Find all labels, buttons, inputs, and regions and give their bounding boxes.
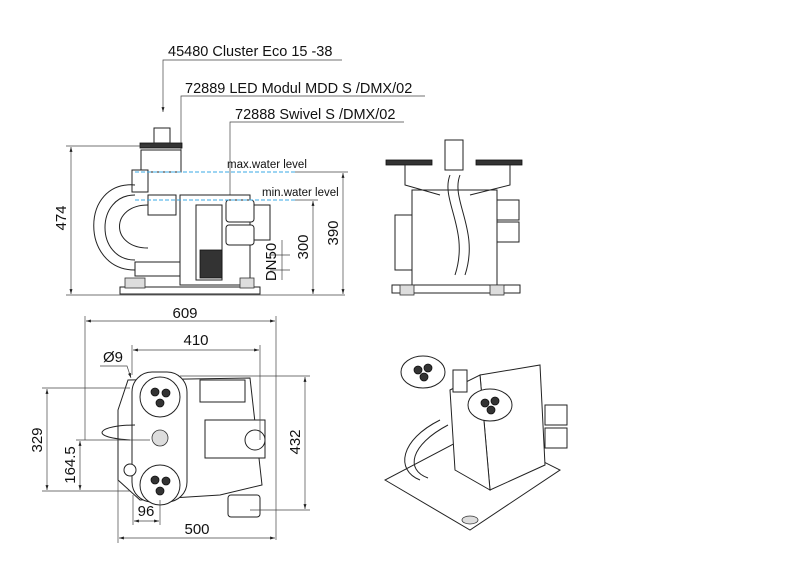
min-water-level-label: min.water level	[262, 187, 339, 199]
dimension-329-label: 329	[29, 427, 46, 452]
dimension-609: 609	[84, 305, 277, 540]
dimension-474-label: 474	[53, 205, 70, 230]
dimension-164-5: 164.5	[62, 439, 150, 490]
dimension-329: 329	[29, 387, 130, 492]
dimension-474: 474	[53, 145, 345, 296]
callout-cluster: 45480 Cluster Eco 15 -38	[161, 44, 342, 112]
callout-led-module: 72889 LED Modul MDD S /DMX/02	[180, 81, 425, 160]
dimension-390-label: 390	[325, 220, 342, 245]
callout-swivel: 72888 Swivel S /DMX/02	[229, 107, 404, 195]
front-view	[385, 139, 523, 296]
dimension-dn50-label: DN50	[263, 243, 280, 281]
dimension-609-label: 609	[172, 305, 197, 322]
side-view	[93, 127, 271, 295]
dimension-500: 500	[117, 480, 275, 543]
dimension-hole-label: Ø9	[103, 349, 123, 366]
dimension-96-label: 96	[138, 503, 155, 520]
top-view	[101, 371, 266, 518]
callout-cluster-label: 45480 Cluster Eco 15 -38	[168, 44, 332, 60]
dimension-164-5-label: 164.5	[62, 446, 79, 484]
max-water-level-label: max.water level	[227, 159, 307, 171]
dimension-410-label: 410	[183, 332, 208, 349]
dimension-300: 300	[295, 199, 318, 294]
dimension-500-label: 500	[184, 521, 209, 538]
dimension-410: 410	[131, 332, 261, 440]
dimension-432: 432	[180, 375, 310, 511]
callout-swivel-label: 72888 Swivel S /DMX/02	[235, 107, 395, 123]
isometric-view	[383, 355, 568, 531]
dimension-dn50: DN50	[263, 240, 290, 281]
dimension-432-label: 432	[287, 429, 304, 454]
dimension-300-label: 300	[295, 234, 312, 259]
dimension-hole: Ø9	[100, 349, 132, 379]
dimension-390: 390	[295, 171, 348, 294]
dimension-96: 96	[132, 495, 161, 525]
callout-led-module-label: 72889 LED Modul MDD S /DMX/02	[185, 81, 412, 97]
